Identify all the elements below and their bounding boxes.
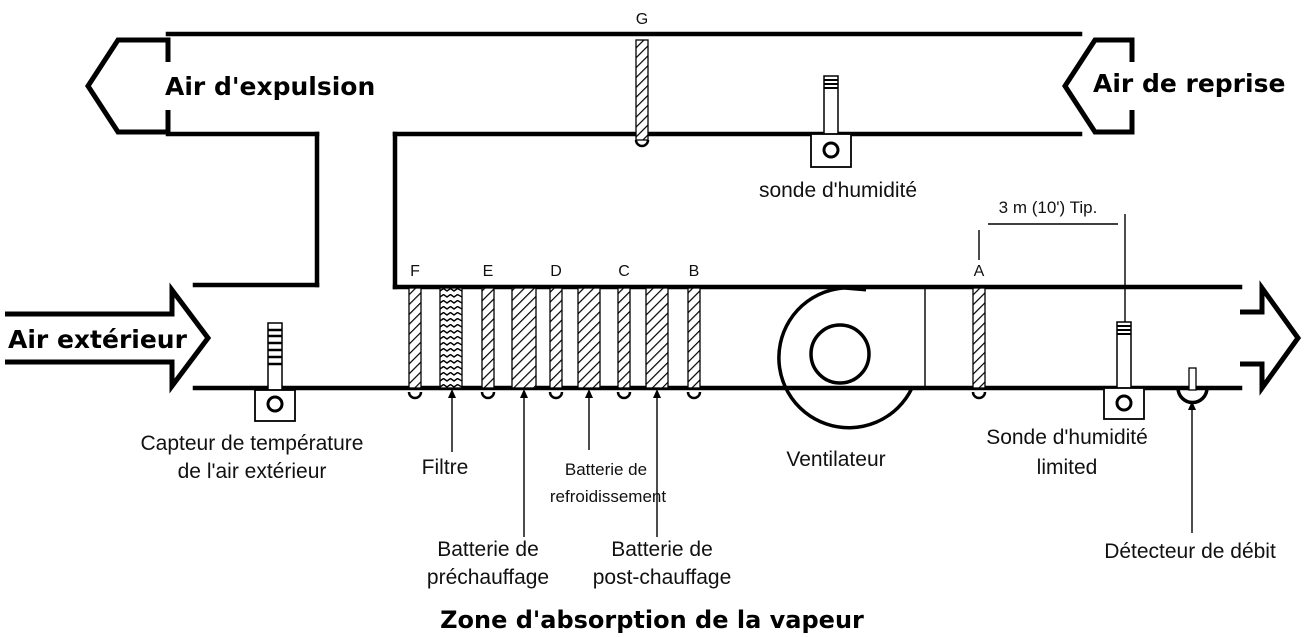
fan [777, 285, 914, 430]
position-a-dispersion-tube [971, 287, 987, 400]
reheat-coil-label-2: post-chauffage [593, 566, 732, 589]
position-d-dispersion-tube [548, 287, 564, 400]
cooling-coil-label-1: Batterie de [565, 460, 647, 479]
high-limit-probe-label-1: Sonde d'humidité [986, 426, 1148, 449]
position-g-label: G [636, 11, 648, 28]
preheat-coil-label-1: Batterie de [437, 538, 539, 561]
distance-dimension [978, 214, 1126, 322]
supply-duct [192, 284, 1243, 391]
reheat-coil [645, 287, 669, 389]
filter [439, 287, 463, 389]
position-b-dispersion-tube [686, 287, 702, 400]
preheat-coil [511, 287, 537, 389]
preheat-coil-label-2: préchauffage [427, 566, 549, 589]
outdoor-temp-sensor [254, 322, 296, 422]
position-d-label: D [550, 263, 562, 280]
exhaust-air-label: Air d'expulsion [165, 72, 375, 101]
outdoor-air-label: Air extérieur [8, 325, 188, 354]
position-b-label: B [689, 263, 700, 280]
reheat-coil-label-1: Batterie de [611, 538, 713, 561]
high-limit-probe-label-2: limited [1037, 456, 1098, 479]
return-air-label: Air de reprise [1093, 69, 1285, 98]
position-g-dispersion-tube [634, 39, 650, 148]
position-e-label: E [483, 263, 494, 280]
distance-note: 3 m (10') Tip. [999, 198, 1098, 217]
outdoor-temp-sensor-label-1: Capteur de température [141, 432, 364, 455]
return-duct [165, 31, 1083, 290]
position-a-label: A [974, 263, 985, 280]
position-f-dispersion-tube [407, 287, 423, 400]
flow-detector [1176, 367, 1209, 405]
flow-detector-label: Détecteur de débit [1104, 540, 1276, 563]
outdoor-air-arrow [5, 282, 212, 394]
high-limit-humidity-probe [1103, 321, 1145, 420]
absorption-zone-title: Zone d'absorption de la vapeur [440, 606, 864, 634]
leader-lines [448, 389, 1196, 537]
position-e-dispersion-tube [480, 287, 496, 400]
position-f-label: F [410, 263, 420, 280]
outdoor-temp-sensor-label-2: de l'air extérieur [178, 460, 327, 483]
cooling-coil [577, 287, 601, 389]
return-air-arrow [1062, 37, 1135, 135]
position-c-label: C [618, 263, 630, 280]
filter-label: Filtre [422, 456, 469, 479]
fan-label: Ventilateur [786, 448, 885, 471]
cooling-coil-label-2: refroidissement [550, 487, 666, 506]
supply-air-arrow [1240, 280, 1302, 396]
position-c-dispersion-tube [616, 287, 632, 400]
return-humidity-probe [810, 75, 852, 168]
exhaust-air-arrow [85, 37, 171, 135]
humidity-probe-return-label: sonde d'humidité [759, 179, 917, 202]
